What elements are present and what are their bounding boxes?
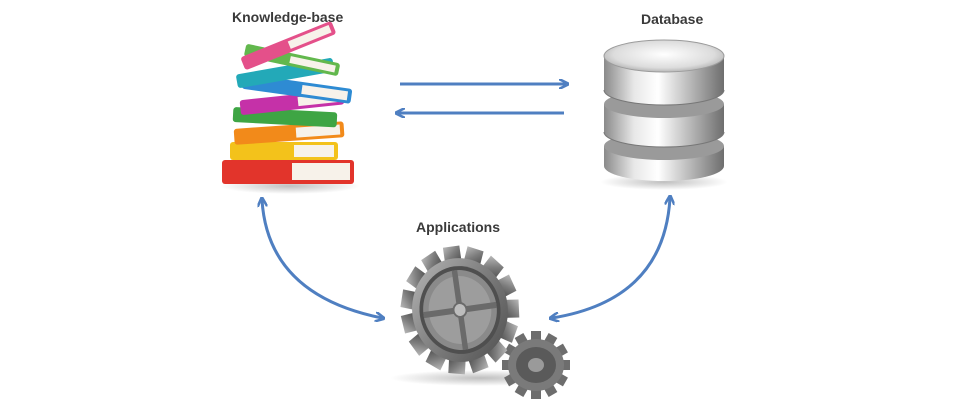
database-label: Database — [641, 11, 704, 27]
applications-label: Applications — [416, 219, 501, 235]
knowledge-base-label: Knowledge-base — [232, 9, 344, 25]
arrow-kb-applications — [262, 200, 382, 318]
gears-icon — [390, 245, 570, 399]
arrow-db-applications — [552, 198, 670, 318]
book-stack-icon — [220, 21, 360, 194]
database-cylinder-icon — [600, 39, 728, 190]
arrows — [262, 84, 670, 318]
